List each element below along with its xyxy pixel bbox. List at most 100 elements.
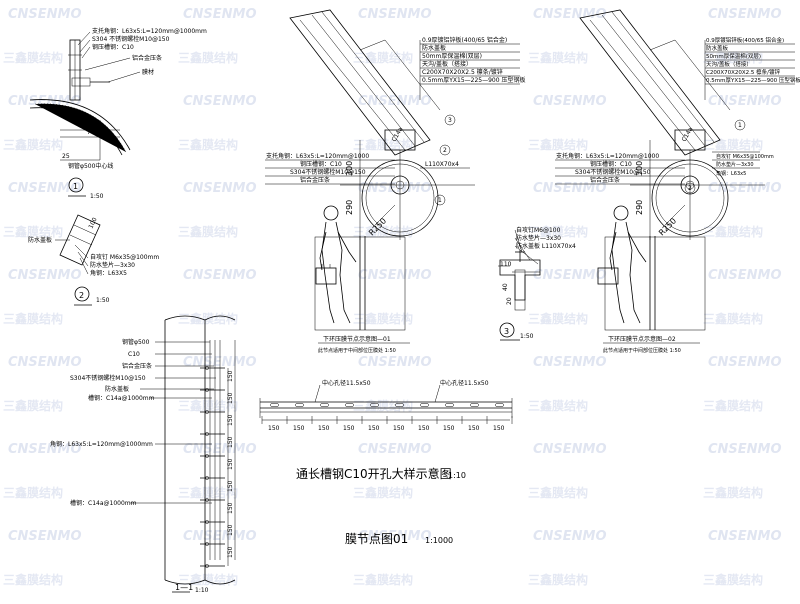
detail-2-number: 2 bbox=[79, 291, 84, 300]
watermark-brand-cn: 三鑫膜结构 bbox=[703, 572, 763, 587]
detail-2-label-1: 自攻钉 M6x35@100mm bbox=[90, 253, 159, 261]
watermark-brand-cn: 三鑫膜结构 bbox=[178, 137, 238, 152]
node-02-dim-1: 300 bbox=[635, 161, 644, 176]
watermark-brand-en: CNSENMO bbox=[8, 94, 82, 109]
watermark-brand-en: CNSENMO bbox=[8, 7, 82, 22]
slot-dim: 150 bbox=[493, 425, 505, 432]
watermark-brand-en: CNSENMO bbox=[358, 355, 432, 370]
detail-1-marker bbox=[68, 177, 84, 193]
detail-1-dim-2: 25 bbox=[62, 153, 70, 160]
watermark-brand-en: CNSENMO bbox=[533, 442, 607, 457]
slot-hole bbox=[295, 403, 304, 407]
node-01-left-label-4: 铝合金压条 bbox=[300, 176, 330, 184]
detail-3-label-1: 自攻钉M6@100 bbox=[516, 226, 561, 234]
node-02-left-label-1: 支托角钢：L63x5:L=120mm@1000 bbox=[556, 152, 659, 160]
slot-hole bbox=[445, 403, 454, 407]
watermark-brand-en: CNSENMO bbox=[533, 268, 607, 283]
watermark-brand-cn: 三鑫膜结构 bbox=[528, 50, 588, 65]
watermark-brand-en: CNSENMO bbox=[8, 268, 82, 283]
node-01-top-label-1: 0.9厚镀铝锌板(400/65 铝合金) bbox=[422, 36, 507, 44]
section-dim: 150 bbox=[227, 414, 234, 426]
watermark-brand-cn: 三鑫膜结构 bbox=[3, 572, 63, 587]
watermark-brand-cn: 三鑫膜结构 bbox=[528, 398, 588, 413]
detail-3-scale: 1:50 bbox=[520, 333, 534, 340]
slot-dim: 150 bbox=[268, 425, 280, 432]
node-01-top-label-4: 天沟/盖板（搭接） bbox=[422, 60, 472, 68]
detail-3-label-3: 防水盖板 L110X70x4 bbox=[516, 242, 576, 250]
bolt-head bbox=[205, 366, 209, 370]
bolt-head bbox=[205, 564, 209, 568]
section-label-strip: 铝合金压条 bbox=[122, 362, 152, 370]
node-02-left-label-2: 钢压槽钢：C10 bbox=[590, 160, 632, 168]
watermark-brand-en: CNSENMO bbox=[8, 529, 82, 544]
watermark-brand-en: CNSENMO bbox=[183, 181, 257, 196]
watermark-brand-en: CNSENMO bbox=[533, 181, 607, 196]
watermark-brand-en: CNSENMO bbox=[708, 355, 782, 370]
slot-dim: 150 bbox=[418, 425, 430, 432]
node-01-left-label-1: 支托角钢：L63x5:L=120mm@1000 bbox=[266, 152, 369, 160]
detail-1-label-4: 铝合金压条 bbox=[132, 54, 162, 62]
watermark-brand-cn: 三鑫膜结构 bbox=[353, 572, 413, 587]
slot-hole bbox=[270, 403, 279, 407]
watermark-brand-en: CNSENMO bbox=[533, 7, 607, 22]
watermark-brand-en: CNSENMO bbox=[708, 7, 782, 22]
slot-hole-label-2: 中心孔径11.5x50 bbox=[440, 379, 489, 387]
node-01-dim-1: 300 bbox=[345, 161, 354, 176]
watermark-brand-cn: 三鑫膜结构 bbox=[703, 224, 763, 239]
detail-3-number: 3 bbox=[504, 327, 509, 336]
watermark-brand-cn: 三鑫膜结构 bbox=[703, 50, 763, 65]
section-dim: 150 bbox=[227, 370, 234, 382]
watermark-brand-en: CNSENMO bbox=[533, 529, 607, 544]
watermark-brand-cn: 三鑫膜结构 bbox=[353, 50, 413, 65]
watermark-brand-cn: 三鑫膜结构 bbox=[3, 485, 63, 500]
slot-hole bbox=[370, 403, 379, 407]
watermark-brand-cn: 三鑫膜结构 bbox=[703, 485, 763, 500]
node-02-top-label-1: 0.9厚镀铝锌板(400/65 铝合金) bbox=[706, 36, 784, 44]
node-01-angle: L110X70x4 bbox=[425, 161, 459, 168]
node-01-note: 此节点适用于中间部位压膜处 1:50 bbox=[318, 347, 396, 354]
section-label-channel-2: 槽钢：C14a@1000mm bbox=[70, 499, 137, 507]
watermark-brand-cn: 三鑫膜结构 bbox=[703, 398, 763, 413]
node-02-dim-3: R250 bbox=[657, 216, 678, 237]
slot-title: 通长槽钢C10开孔大样示意图 bbox=[296, 466, 452, 481]
watermark-brand-en: CNSENMO bbox=[708, 268, 782, 283]
node-02-top-label-6: 0.5mm厚YX15—225—900 压型钢板 bbox=[706, 76, 800, 84]
main-title-scale: 1:1000 bbox=[425, 536, 453, 545]
detail-3-label-2: 防水垫片—3x30 bbox=[516, 234, 561, 242]
bolt-head bbox=[205, 388, 209, 392]
watermark-brand-en: CNSENMO bbox=[358, 529, 432, 544]
detail-2-scale: 1:50 bbox=[96, 297, 110, 304]
watermark-brand-en: CNSENMO bbox=[708, 181, 782, 196]
slot-dim: 150 bbox=[468, 425, 480, 432]
bolt-head bbox=[205, 520, 209, 524]
section-dim: 150 bbox=[227, 436, 234, 448]
watermark-brand-cn: 三鑫膜结构 bbox=[3, 137, 63, 152]
node-01-title: 下环压膜节点示意图—01 bbox=[323, 335, 391, 343]
detail-1-pipe-label: 钢管φ500中心线 bbox=[68, 162, 113, 170]
section-label-pipe: 钢管φ500 bbox=[122, 338, 150, 346]
node-01-top-label-3: 50mm厚保温棉(双层) bbox=[422, 52, 482, 60]
watermark-brand-cn: 三鑫膜结构 bbox=[703, 311, 763, 326]
watermark-brand-cn: 三鑫膜结构 bbox=[353, 485, 413, 500]
section-label-plate: 防水盖板 bbox=[105, 385, 129, 393]
bolt-head bbox=[205, 542, 209, 546]
bolt-head bbox=[205, 476, 209, 480]
watermark-brand-cn: 三鑫膜结构 bbox=[353, 137, 413, 152]
detail-2-marker bbox=[74, 286, 90, 302]
node-01-marker-3: 1 bbox=[438, 197, 442, 204]
slot-hole-label-1: 中心孔径11.5x50 bbox=[322, 379, 371, 387]
node-02-top-label-3: 50mm厚保温棉(双层) bbox=[706, 52, 761, 60]
node-01-left-label-3: S304不锈钢螺栓M10@150 bbox=[290, 168, 366, 176]
node-02-top-label-2: 防水盖板 bbox=[706, 44, 729, 52]
watermark-brand-cn: 三鑫膜结构 bbox=[528, 224, 588, 239]
node-01-top-label-6: 0.5mm厚YX15—225—900 压型钢板 bbox=[422, 76, 525, 84]
bolt-head bbox=[205, 454, 209, 458]
section-label-channel: 槽钢：C14a@1000mm bbox=[88, 394, 155, 402]
slot-dim: 150 bbox=[443, 425, 455, 432]
slot-hole bbox=[495, 403, 504, 407]
detail-1-number: 1 bbox=[73, 182, 78, 191]
watermark-brand-en: CNSENMO bbox=[183, 94, 257, 109]
slot-hole bbox=[395, 403, 404, 407]
